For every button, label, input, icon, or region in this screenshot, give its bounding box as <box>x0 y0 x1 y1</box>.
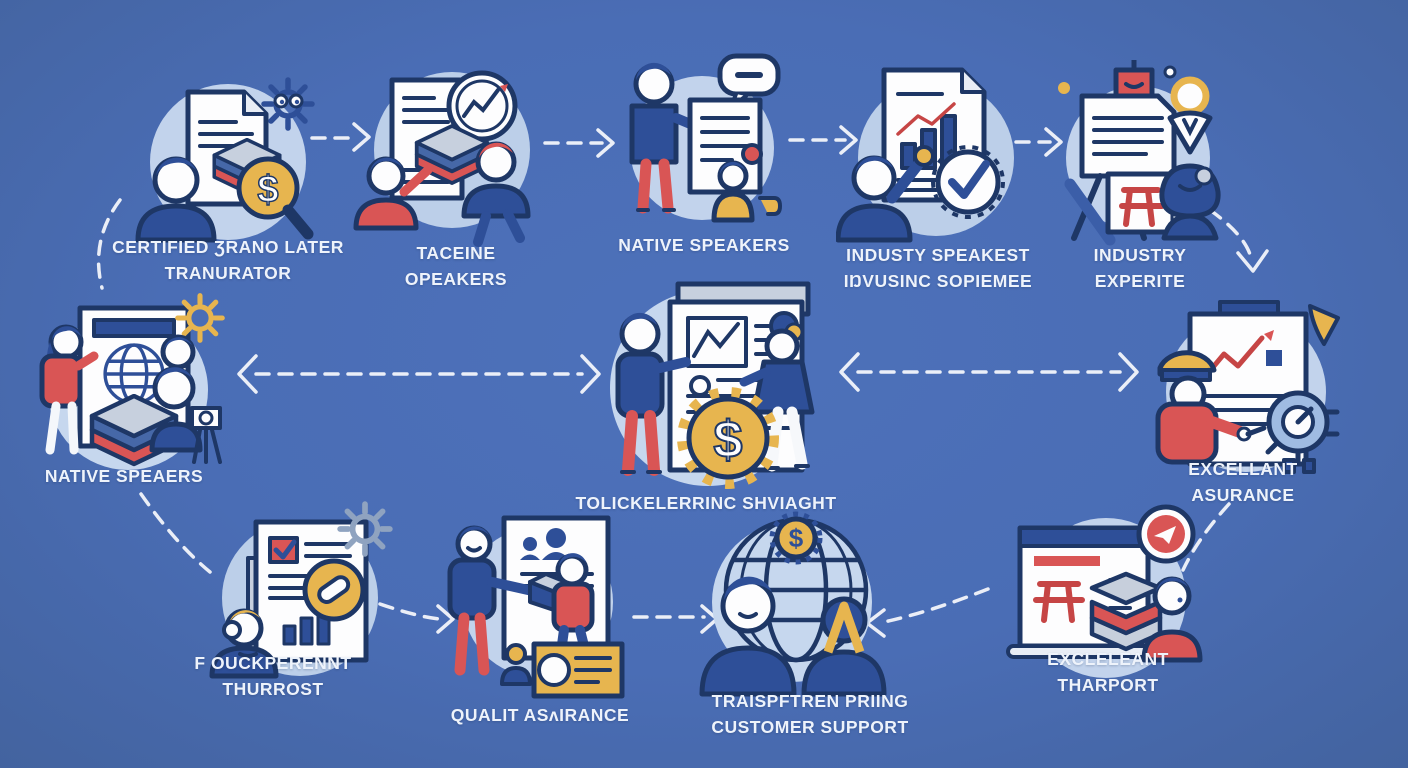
label-line-2: OPEAKERS <box>404 269 508 289</box>
arrowhead-down-icon <box>1236 249 1269 273</box>
globe-coin-support-team-icon: $ <box>699 511 887 697</box>
label-line-1: NATIVE SPEAERS <box>44 466 204 486</box>
node-f-ouckperennt <box>200 498 400 698</box>
node-label: INDUSTRY EXPERITE <box>970 242 1310 294</box>
node-native-speakers-top <box>602 48 802 248</box>
label-line-1: INDUSTY SPEAKEST <box>846 245 1030 265</box>
globe-board-team-camera-icon <box>39 290 228 490</box>
node-industy-speakest <box>836 58 1036 258</box>
node-taceine-opeakers <box>352 50 552 250</box>
label-line-2: TRANURATOR <box>164 263 292 283</box>
arrowhead-left-icon <box>237 354 258 394</box>
node-label: INDUSTY SPEAKEST IŊVUSINC SOPIEMEE <box>768 242 1108 294</box>
node-label: EXCLELEANT THARPORT <box>938 646 1278 698</box>
arrowhead-left-icon <box>839 352 860 392</box>
label-line-1: TOLICKELERRINC SHVIAGHT <box>575 493 837 513</box>
node-traispftren-priing: $ <box>692 502 892 702</box>
node-qualit-asirance <box>438 502 638 702</box>
label-line-1: CERTIFIED ƷRANO LATER <box>112 237 344 257</box>
label-line-1: NATIVE SPEAKERS <box>618 235 790 255</box>
label-line-1: TACEINE <box>416 243 496 263</box>
presenter-document-speech-bubble-icon <box>629 53 782 223</box>
arrowhead-right-icon <box>436 604 455 634</box>
node-label: NATIVE SPEAKERS <box>534 232 874 258</box>
label-line-1: TRAISPFTREN PRIING <box>711 691 909 711</box>
easel-document-expert-icon <box>1058 60 1221 246</box>
node-tolickelerrinc-shviaght: $ <box>588 268 828 508</box>
analyst-bar-chart-check-icon <box>836 67 1005 243</box>
node-label: TACEINE OPEAKERS <box>286 240 626 292</box>
arrowhead-right-icon <box>580 354 601 394</box>
connector-right-curve <box>1181 502 1231 572</box>
svg-text:$: $ <box>257 169 278 211</box>
label-line-1: EXCELLANT <box>1188 459 1298 479</box>
arrowhead-right-icon <box>352 122 371 152</box>
label-line-2: ASURANCE <box>1191 485 1295 505</box>
growth-report-gear-bell-icon <box>1155 300 1340 474</box>
connector-left-curve-2 <box>139 492 212 574</box>
arrowhead-right-icon <box>839 125 858 155</box>
connector-left-curve-1 <box>96 198 122 290</box>
team-carrying-stack-trend-chart-icon <box>353 70 531 247</box>
node-certified-translator: $ <box>128 62 328 262</box>
connector-bottom-3 <box>882 587 990 624</box>
translator-document-dollar-magnifier-icon: $ <box>135 62 328 243</box>
node-industry-experite <box>1038 58 1238 258</box>
node-label: TRAISPFTREN PRIING CUSTOMER SUPPORT <box>640 688 980 740</box>
node-excellant-asurance <box>1146 292 1346 492</box>
connector-bottom-1 <box>378 602 442 621</box>
label-line-2: THURROST <box>222 679 324 699</box>
node-label: EXCELLANT ASURANCE <box>1073 456 1408 508</box>
label-line-2: CUSTOMER SUPPORT <box>711 717 909 737</box>
label-line-1: QUALIT ASʌIRANCE <box>450 705 630 725</box>
label-line-2: THARPORT <box>1057 675 1159 695</box>
node-label: F OUCKPERENNT THURROST <box>103 650 443 702</box>
svg-text:$: $ <box>714 411 743 469</box>
handover-document-certificate-icon <box>447 515 625 699</box>
node-label: TOLICKELERRINC SHVIAGHT <box>536 490 876 516</box>
node-label: CERTIFIED ƷRANO LATER TRANURATOR <box>58 234 398 286</box>
arrowhead-right-icon <box>1118 352 1139 392</box>
label-line-2: EXPERITE <box>1094 271 1186 291</box>
label-line-1: F OUCKPERENNT <box>194 653 352 673</box>
label-line-1: EXCLELEANT <box>1047 649 1169 669</box>
checklist-gear-magnifier-agent-icon <box>209 498 400 679</box>
svg-text:$: $ <box>789 523 804 553</box>
label-line-1: INDUSTRY <box>1093 245 1187 265</box>
connector-right-down <box>1208 208 1253 260</box>
node-label: QUALIT ASʌIRANCE <box>370 702 710 728</box>
label-line-2: IŊVUSINC SOPIEMEE <box>843 271 1033 291</box>
node-label: NATIVE SPEAERS <box>0 463 294 489</box>
browser-stack-approval-bubble-icon <box>1006 504 1203 663</box>
arrowhead-right-icon <box>596 128 615 158</box>
node-native-speaers-mid <box>28 290 228 490</box>
document-dollar-gear-couple-icon: $ <box>615 281 815 489</box>
node-excleleant-tharport <box>1006 498 1206 698</box>
arrowhead-right-icon <box>1044 127 1063 157</box>
